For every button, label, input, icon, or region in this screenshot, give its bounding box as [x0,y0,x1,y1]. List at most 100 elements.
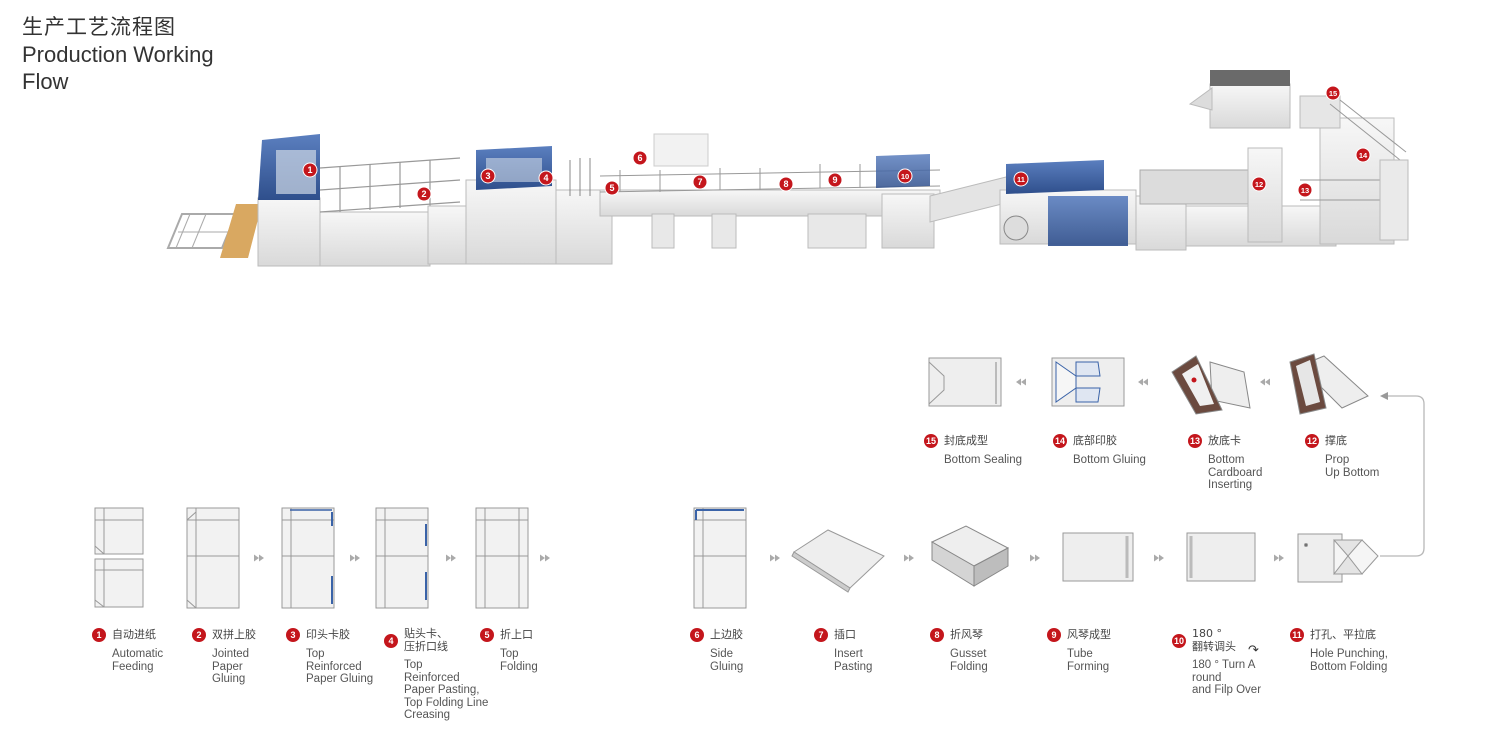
step-number-badge: 15 [924,434,938,448]
step-label-chinese: 180 ° 翻转调头 [1192,627,1236,653]
diagram-hole-punching [1297,533,1379,583]
machine-marker-label: 1 [307,165,312,175]
step-label-chinese: 双拼上胶 [212,627,256,641]
machine-marker-label: 5 [609,183,614,193]
machine-marker-6: 6 [632,150,648,166]
diagram-top-paper-pasting [375,507,429,609]
title-english-line2: Flow [22,69,69,94]
machine-marker-label: 9 [832,175,837,185]
diagram-insert-pasting [791,529,885,593]
step-8: 8 折风琴 Gusset Folding [930,628,988,673]
machine-marker-label: 11 [1017,175,1025,184]
flow-arrow [1030,554,1040,562]
connector-arrowhead [1380,392,1388,400]
step-number-badge: 5 [480,628,494,642]
step-label-english: Top Folding [500,648,538,673]
step-number-badge: 9 [1047,628,1061,642]
diagram-bottom-gluing [1051,357,1125,407]
machine-marker-label: 7 [697,177,702,187]
paper-stack [220,204,262,258]
machine-marker-label: 14 [1359,151,1368,160]
step-label-chinese: 折上口 [500,627,533,641]
diagram-bottom-cardboard-inserting [1171,355,1251,415]
step-10: 10 180 ° 翻转调头 180 ° Turn A round and Filp … [1172,627,1262,697]
step-label-english: 180 ° Turn A round and Filp Over [1192,659,1262,696]
step-3: 3 印头卡胶 Top Reinforced Paper Gluing [286,628,373,686]
machine-marker-2: 2 [416,186,432,202]
flow-arrow [1260,378,1270,386]
machine-marker-13: 13 [1297,182,1313,198]
flow-arrow [540,554,550,562]
diagram-jointed-paper-gluing [186,507,240,609]
machine-marker-label: 6 [637,153,642,163]
step-label-chinese: 自动进纸 [112,627,156,641]
machine-marker-label: 10 [901,172,909,181]
step-number-badge: 2 [192,628,206,642]
step-number-badge: 11 [1290,628,1304,642]
title-chinese: 生产工艺流程图 [22,15,176,39]
step-number-badge: 7 [814,628,828,642]
step-number-badge: 3 [286,628,300,642]
step-label-chinese: 折风琴 [950,627,983,641]
step-label-chinese: 封底成型 [944,433,988,447]
step-label-chinese: 打孔、平拉底 [1310,627,1376,641]
flow-arrow [446,554,456,562]
flow-arrow [770,554,780,562]
step-label-english: Bottom Gluing [1073,454,1146,466]
step-number-badge: 4 [384,633,398,648]
flow-arrow [1274,554,1284,562]
connector-line [1380,395,1425,557]
machine-marker-5: 5 [604,180,620,196]
flow-arrow [904,554,914,562]
flow-arrow [254,554,264,562]
step-number-badge: 1 [92,628,106,642]
step-label-english: Automatic Feeding [112,648,164,673]
step-label-chinese: 贴头卡、 压折口线 [404,627,448,653]
flow-arrow [1016,378,1026,386]
machine-marker-12: 12 [1251,176,1267,192]
machine-marker-14: 14 [1355,147,1371,163]
machine-marker-7: 7 [692,174,708,190]
step-number-badge: 6 [690,628,704,642]
machine-marker-label: 2 [421,189,426,199]
diagram-turn-around [1186,532,1256,582]
step-label-chinese: 印头卡胶 [306,627,350,641]
flow-arrow [1138,378,1148,386]
rotate-icon: ↷ [1248,642,1259,657]
step-label-chinese: 上边胶 [710,627,743,641]
step-label-english: Prop Up Bottom [1325,454,1380,479]
flow-arrow [1154,554,1164,562]
machine-marker-11: 11 [1013,171,1029,187]
step-1: 1 自动进纸 Automatic Feeding [92,628,163,673]
step-label-english: Bottom Cardboard Inserting [1208,454,1263,491]
step-15: 15 封底成型 Bottom Sealing [924,434,1022,467]
flow-arrow [350,554,360,562]
step-14: 14 底部印胶 Bottom Gluing [1053,434,1146,467]
step-label-chinese: 插口 [834,627,856,641]
rollers [569,158,591,196]
machine-marker-label: 8 [783,179,788,189]
step-label-english: Top Reinforced Paper Gluing [306,648,374,685]
step-label-chinese: 放底卡 [1208,433,1241,447]
machine-marker-label: 13 [1301,186,1309,195]
step-number-badge: 14 [1053,434,1067,448]
step-label-english: Tube Forming [1067,648,1110,673]
step-label-english: Gusset Folding [950,648,988,673]
page-title: 生产工艺流程图 Production Working Flow [22,14,214,95]
machine-marker-8: 8 [778,176,794,192]
step-label-english: Bottom Sealing [944,454,1022,466]
step-label-chinese: 底部印胶 [1073,433,1117,447]
step-label-chinese: 风琴成型 [1067,627,1111,641]
step-9: 9 风琴成型 Tube Forming [1047,628,1111,673]
step-label-chinese: 撑底 [1325,433,1347,447]
step-number-badge: 10 [1172,633,1186,648]
step-number-badge: 8 [930,628,944,642]
